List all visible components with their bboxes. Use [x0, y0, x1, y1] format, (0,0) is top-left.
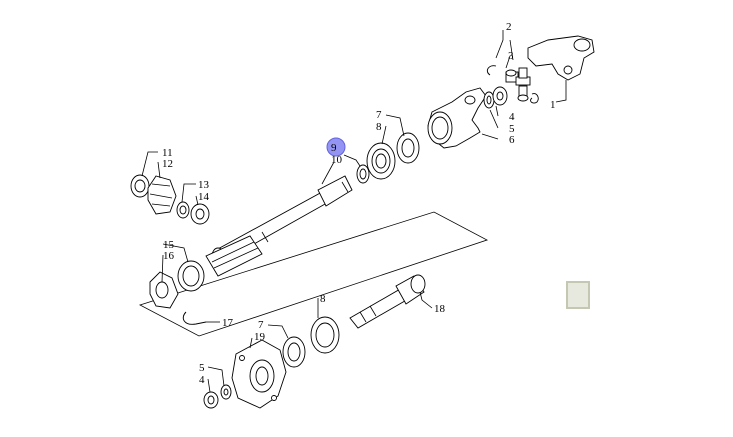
callout-2[interactable]: 2 [506, 21, 512, 33]
leader-2 [495, 30, 514, 61]
washer-part-13[interactable] [176, 201, 190, 219]
leader-11 [141, 151, 158, 177]
leader-5 [489, 109, 499, 129]
leader-3 [505, 55, 511, 69]
callout-13[interactable]: 13 [198, 179, 210, 191]
yoke-part-1[interactable] [527, 35, 595, 81]
leader-19 [249, 337, 253, 349]
leader-16 [161, 254, 164, 283]
leader-8 [381, 125, 387, 145]
yoke-part-6[interactable] [427, 87, 487, 149]
bearing-part-8-upper[interactable] [366, 142, 396, 180]
leader-5-lower [207, 366, 225, 387]
bearing-part-15[interactable] [177, 260, 205, 292]
seal-part-7-upper[interactable] [396, 132, 420, 164]
seal-part-7-lower[interactable] [282, 336, 306, 368]
selected-callout-highlight[interactable] [326, 137, 346, 157]
leader-15 [162, 243, 189, 263]
callout-15[interactable]: 15 [163, 239, 175, 251]
callout-1[interactable]: 1 [550, 99, 556, 111]
nut-part-4-lower[interactable] [203, 391, 219, 409]
output-shaft-part-18[interactable] [349, 274, 426, 329]
leader-10 [321, 161, 335, 185]
leader-4 [495, 105, 499, 117]
callout-8-lower[interactable]: 8 [320, 293, 326, 305]
leader-1 [555, 80, 567, 103]
callout-18[interactable]: 18 [434, 303, 446, 315]
leader-12 [157, 161, 161, 179]
pinion-gear-part-12[interactable] [147, 175, 177, 215]
ring-part-10[interactable] [356, 164, 370, 184]
leader-14 [195, 195, 199, 206]
callout-11[interactable]: 11 [162, 147, 173, 159]
cross-spider-part-2[interactable] [505, 67, 531, 102]
color-swatch[interactable] [566, 281, 590, 309]
callout-7-lower[interactable]: 7 [258, 319, 264, 331]
callout-19[interactable]: 19 [254, 331, 266, 343]
clip-part-17[interactable] [182, 311, 207, 325]
housing-flange-part-19[interactable] [231, 339, 287, 409]
callout-7-upper[interactable]: 7 [376, 109, 382, 121]
snap-ring-part-3[interactable] [530, 93, 539, 104]
washer-part-5-lower[interactable] [220, 384, 232, 400]
callout-8-upper[interactable]: 8 [376, 121, 382, 133]
gear-part-16[interactable] [149, 271, 179, 309]
callout-5-lower[interactable]: 5 [199, 362, 205, 374]
callout-5-upper[interactable]: 5 [509, 123, 515, 135]
callout-10[interactable]: 10 [331, 154, 343, 166]
subassembly-outline [138, 211, 489, 337]
callout-6[interactable]: 6 [509, 134, 515, 146]
spline-shaft-section[interactable] [205, 235, 263, 277]
callout-14[interactable]: 14 [198, 191, 210, 203]
nut-part-4[interactable] [492, 86, 508, 106]
bearing-part-8-lower[interactable] [310, 316, 340, 354]
callout-12[interactable]: 12 [162, 158, 173, 170]
callout-4-lower[interactable]: 4 [199, 374, 205, 386]
leader-7 [385, 114, 405, 137]
bushing-part-14[interactable] [190, 203, 210, 225]
leader-18 [419, 291, 433, 309]
callout-17[interactable]: 17 [222, 317, 234, 329]
callout-3[interactable]: 3 [508, 50, 514, 62]
leader-13 [181, 183, 196, 203]
callout-16[interactable]: 16 [163, 250, 175, 262]
snap-ring-part-3b[interactable] [486, 65, 497, 76]
callout-4-upper[interactable]: 4 [509, 111, 515, 123]
leader-4-lower [207, 378, 211, 393]
leader-6 [481, 133, 499, 140]
washer-part-5[interactable] [483, 91, 495, 109]
leader-7-lower [267, 324, 289, 339]
washer-part-11[interactable] [130, 174, 150, 198]
leader-9 [343, 154, 361, 167]
callout-9[interactable]: 9 [331, 142, 337, 154]
